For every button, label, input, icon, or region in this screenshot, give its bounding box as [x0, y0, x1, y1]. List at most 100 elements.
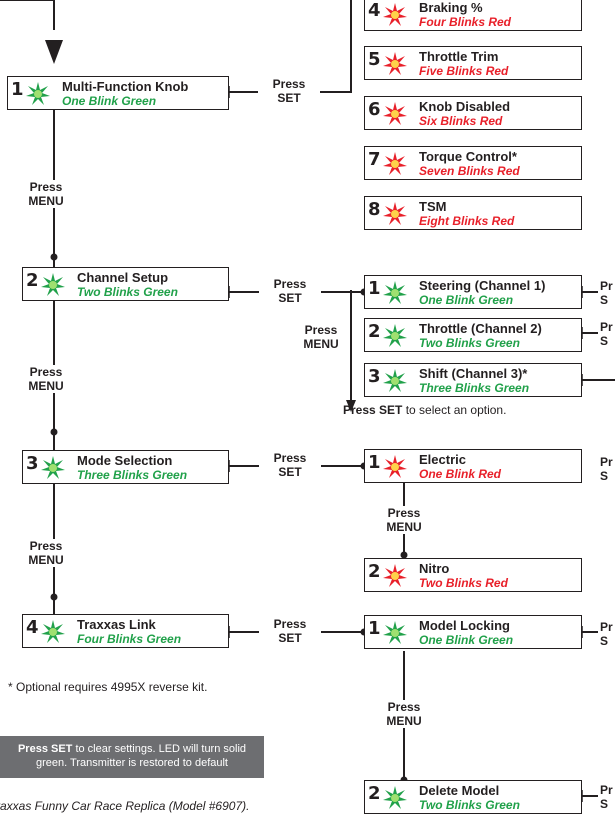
box-subtitle: Two Blinks Green — [419, 798, 520, 812]
step-number: 4 — [26, 617, 39, 638]
step-number: 7 — [368, 149, 381, 170]
box-subtitle: Three Blinks Green — [77, 468, 188, 482]
box-subtitle: Six Blinks Red — [419, 114, 503, 128]
step-number: 1 — [11, 79, 24, 100]
box-title: Throttle Trim — [419, 49, 499, 64]
box-subtitle: Three Blinks Green — [419, 381, 530, 395]
mode-option-nitro: 2 Nitro Two Blinks Red — [364, 558, 582, 592]
box-subtitle: Four Blinks Red — [419, 15, 512, 29]
traxxas-link-box: 4 Traxxas Link Four Blinks Green — [22, 614, 229, 648]
knob-option-throttle-trim: 5 Throttle Trim Five Blinks Red — [364, 46, 582, 80]
channel-option-shift: 3 Shift (Channel 3)* Three Blinks Green — [364, 363, 582, 397]
red-led-icon — [383, 152, 407, 175]
box-subtitle: Two Blinks Red — [419, 576, 508, 590]
step-number: 2 — [368, 561, 381, 582]
optional-note: * Optional requires 4995X reverse kit. — [8, 680, 208, 694]
mode-option-electric: 1 Electric One Blink Red — [364, 449, 582, 483]
link-option-model-locking: 1 Model Locking One Blink Green — [364, 615, 582, 649]
red-led-icon — [383, 455, 407, 478]
mode-instruction: Press SET to select an option. — [343, 403, 507, 417]
mode-selection-box: 3 Mode Selection Three Blinks Green — [22, 450, 229, 484]
box-subtitle: Five Blinks Red — [419, 64, 509, 78]
box-title: Knob Disabled — [419, 99, 511, 114]
green-led-icon — [383, 786, 407, 809]
link-option-delete-model: 2 Delete Model Two Blinks Green — [364, 780, 582, 814]
step-number: 5 — [368, 49, 381, 70]
green-led-icon — [41, 456, 65, 479]
box-subtitle: Eight Blinks Red — [419, 214, 515, 228]
footer-model-text: raxxas Funny Car Race Replica (Model #69… — [0, 799, 250, 813]
reset-info-box: Press SET to clear settings. LED will tu… — [0, 736, 264, 778]
knob-option-torque-control: 7 Torque Control* Seven Blinks Red — [364, 146, 582, 180]
step-number: 3 — [368, 366, 381, 387]
box-subtitle: Two Blinks Green — [419, 336, 520, 350]
box-title: Throttle (Channel 2) — [419, 321, 542, 336]
step-number: 1 — [368, 452, 381, 473]
red-led-icon — [383, 52, 407, 75]
box-title: Torque Control* — [419, 149, 517, 164]
green-led-icon — [41, 620, 65, 643]
knob-option-tsm: 8 TSM Eight Blinks Red — [364, 196, 582, 230]
box-title: Mode Selection — [77, 453, 173, 468]
step-number: 6 — [368, 99, 381, 120]
red-led-icon — [383, 564, 407, 587]
box-title: Channel Setup — [77, 270, 169, 285]
box-title: Electric — [419, 452, 466, 467]
green-led-icon — [383, 281, 407, 304]
box-title: Model Locking — [419, 618, 510, 633]
box-title: Delete Model — [419, 783, 500, 798]
knob-option-disabled: 6 Knob Disabled Six Blinks Red — [364, 96, 582, 130]
step-number: 1 — [368, 618, 381, 639]
step-number: 2 — [368, 783, 381, 804]
red-led-icon — [383, 102, 407, 125]
multi-function-knob-box: 1 Multi-Function Knob One Blink Green — [7, 76, 229, 110]
box-subtitle: One Blink Red — [419, 467, 502, 481]
channel-option-steering: 1 Steering (Channel 1) One Blink Green — [364, 275, 582, 309]
box-title: Traxxas Link — [77, 617, 156, 632]
box-subtitle: One Blink Green — [419, 293, 514, 307]
box-subtitle: Seven Blinks Red — [419, 164, 520, 178]
box-title: Multi-Function Knob — [62, 79, 189, 94]
box-title: Braking % — [419, 0, 483, 15]
green-led-icon — [383, 324, 407, 347]
box-subtitle: One Blink Green — [62, 94, 157, 108]
step-number: 2 — [26, 270, 39, 291]
green-led-icon — [383, 621, 407, 644]
green-led-icon — [41, 273, 65, 296]
step-number: 1 — [368, 278, 381, 299]
channel-option-throttle: 2 Throttle (Channel 2) Two Blinks Green — [364, 318, 582, 352]
green-led-icon — [383, 369, 407, 392]
step-number: 8 — [368, 199, 381, 220]
green-led-icon — [26, 82, 50, 105]
red-led-icon — [383, 3, 407, 26]
box-title: Shift (Channel 3)* — [419, 366, 528, 381]
step-number: 2 — [368, 321, 381, 342]
box-subtitle: Two Blinks Green — [77, 285, 178, 299]
knob-option-braking: 4 Braking % Four Blinks Red — [364, 0, 582, 31]
channel-setup-box: 2 Channel Setup Two Blinks Green — [22, 267, 229, 301]
step-number: 3 — [26, 453, 39, 474]
box-title: Steering (Channel 1) — [419, 278, 546, 293]
box-subtitle: Four Blinks Green — [77, 632, 182, 646]
box-title: TSM — [419, 199, 447, 214]
red-led-icon — [383, 202, 407, 225]
box-title: Nitro — [419, 561, 450, 576]
step-number: 4 — [368, 0, 381, 21]
box-subtitle: One Blink Green — [419, 633, 514, 647]
